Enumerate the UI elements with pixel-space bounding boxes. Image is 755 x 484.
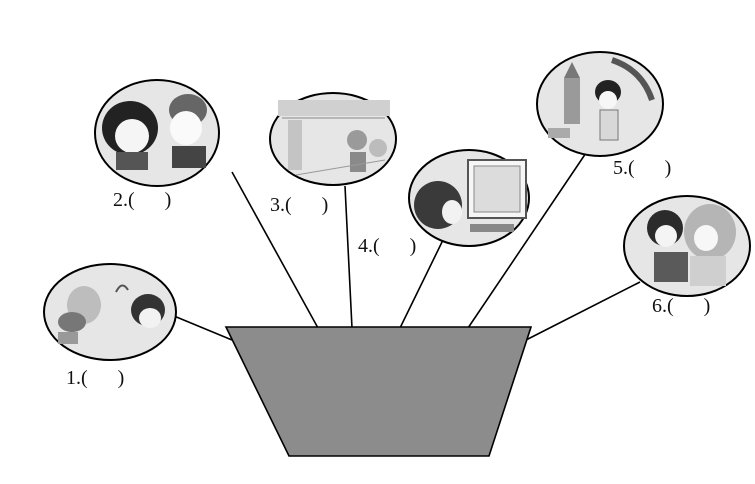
connector-1: [173, 315, 233, 341]
answer-label-4: 4.( ): [358, 235, 417, 257]
connector-2: [231, 171, 319, 329]
connector-lines: [173, 149, 641, 341]
picture-4: [408, 149, 530, 247]
picture-3: [269, 92, 397, 186]
picture-6: [623, 195, 751, 297]
picture-5: [536, 51, 664, 157]
answer-label-3: 3.( ): [270, 194, 329, 216]
connector-3: [344, 185, 353, 329]
picture-1: [43, 263, 177, 361]
answer-label-2: 2.( ): [113, 189, 172, 211]
connector-5: [467, 149, 589, 329]
basket: [224, 326, 533, 457]
connector-4: [399, 239, 444, 329]
picture-2: [94, 79, 220, 187]
answer-label-1: 1.( ): [66, 367, 125, 389]
answer-label-5: 5.( ): [613, 157, 672, 179]
connector-6: [525, 281, 641, 341]
answer-label-6: 6.( ): [652, 295, 711, 317]
